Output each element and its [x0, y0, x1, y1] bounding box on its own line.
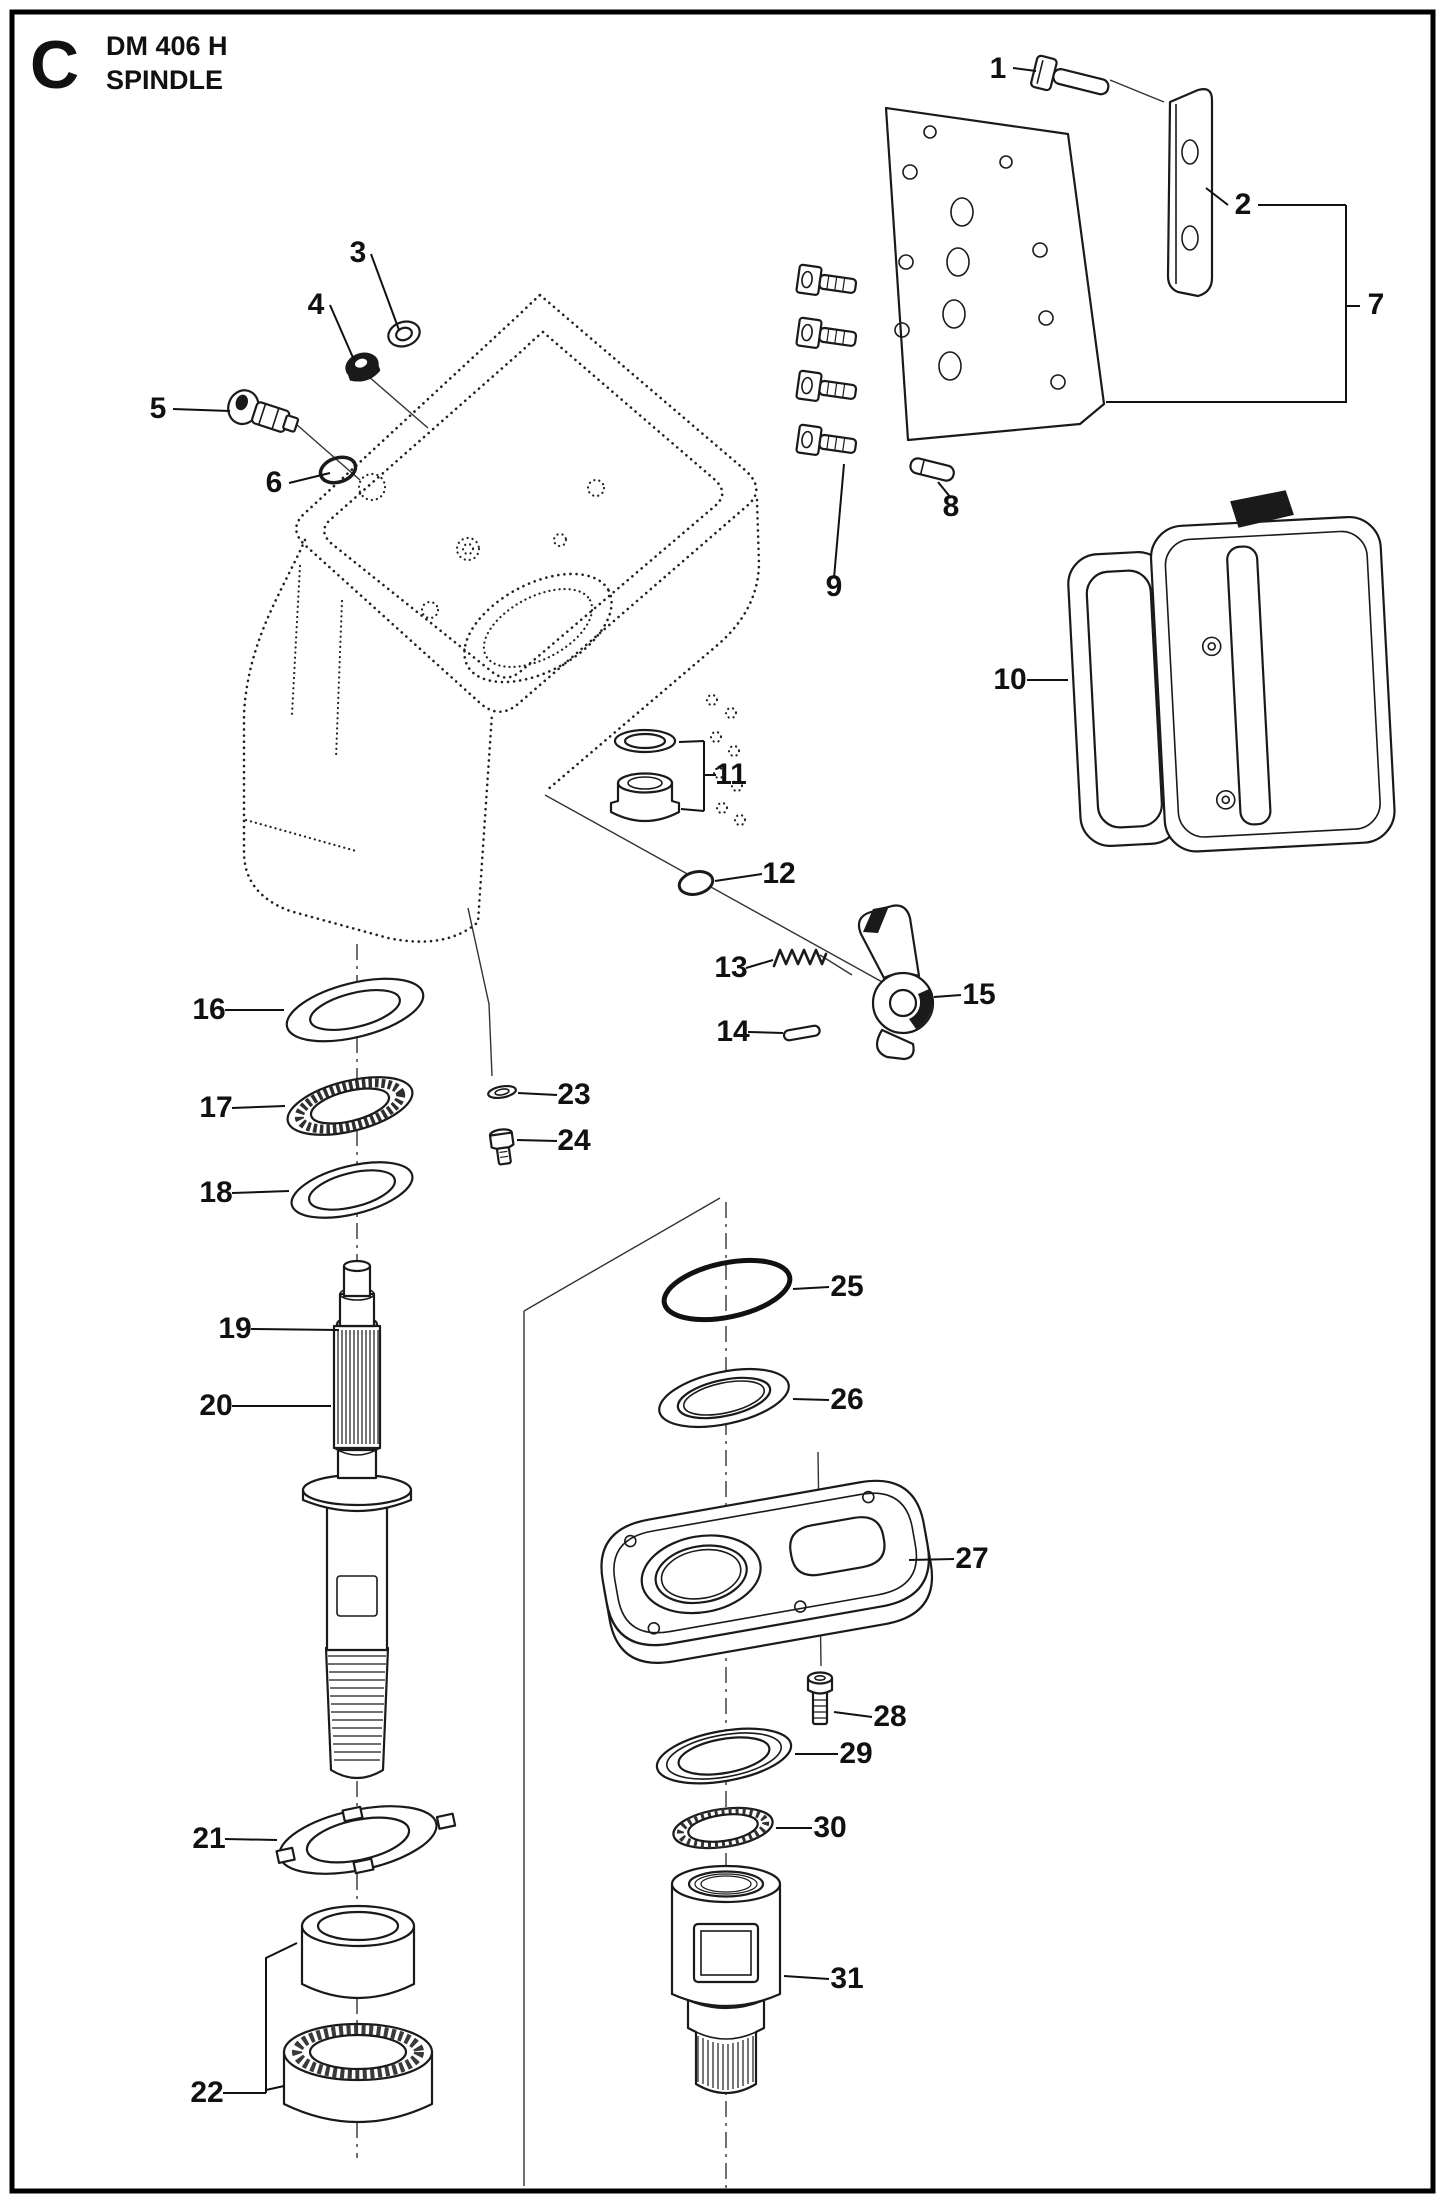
part-14-pin-drawing	[782, 1024, 821, 1042]
callout-3-label: 3	[350, 236, 367, 269]
part-24-screw-drawing	[488, 1128, 515, 1166]
callout-24-label: 24	[557, 1124, 591, 1157]
part-25-oring-drawing	[661, 1257, 793, 1323]
part-17-bearing-washer-drawing	[286, 1076, 414, 1136]
callout-21-label: 21	[192, 1822, 225, 1855]
part-19-20-spindle-shaft-drawing	[301, 1259, 413, 1780]
part-5-valve-drawing	[227, 389, 300, 433]
callout-3-leader	[370, 253, 400, 331]
callout-23-leader	[517, 1092, 558, 1096]
callout-25-leader	[792, 1286, 830, 1290]
callout-18-leader	[231, 1190, 290, 1194]
callout-21-leader	[224, 1838, 278, 1841]
callout-17-label: 17	[199, 1091, 232, 1124]
part-26-seal-drawing	[658, 1368, 790, 1428]
part-13-spring-drawing	[772, 948, 828, 968]
callout-29-label: 29	[839, 1737, 872, 1770]
part-18-washer-drawing	[290, 1161, 414, 1219]
part-11-bushing-drawing	[609, 728, 681, 822]
part-12-oring-drawing	[677, 870, 715, 896]
housing-drawing	[242, 293, 761, 943]
section-letter: C	[30, 27, 79, 103]
callout-28-leader	[833, 1711, 873, 1718]
callout-22-label: 22	[190, 2076, 223, 2109]
part-22-bearing-drawing	[282, 1904, 434, 2123]
callout-13-label: 13	[714, 951, 747, 984]
callout-31-leader	[783, 1975, 830, 1980]
callout-18-label: 18	[199, 1176, 232, 1209]
callout-9-label: 9	[826, 570, 843, 603]
callout-14-leader	[747, 1031, 784, 1034]
part-10-cover-drawing	[1067, 490, 1396, 853]
part-16-ring-drawing	[285, 977, 425, 1043]
callout-1-leader	[1012, 67, 1037, 72]
callout-11-leader	[678, 740, 716, 812]
callout-12-leader	[714, 873, 763, 882]
callout-15-leader	[933, 994, 962, 998]
part-29-seal-drawing	[655, 1727, 793, 1785]
callout-leaders	[172, 67, 1360, 2094]
callout-22-leader	[223, 1942, 298, 2094]
part-3-washer-drawing	[387, 320, 421, 348]
callout-2-leader	[1205, 187, 1346, 206]
callout-labels: 1 2 3 4 5 6 7 8 9 10 11 12 13 14 15 16 1…	[150, 52, 1385, 2109]
callout-9-leader	[833, 463, 845, 579]
callout-7-leader	[1106, 205, 1360, 403]
part-9-screws-drawing	[795, 263, 858, 456]
callout-30-label: 30	[813, 1811, 846, 1844]
callout-19-label: 19	[218, 1312, 251, 1345]
part-2-bracket-drawing	[1166, 88, 1214, 298]
callout-28-label: 28	[873, 1700, 906, 1733]
callout-26-leader	[792, 1398, 830, 1401]
part-21-ring-nut-drawing	[275, 1805, 457, 1875]
callout-8-label: 8	[943, 490, 960, 523]
callout-12-label: 12	[762, 857, 795, 890]
callout-13-leader	[745, 959, 774, 969]
part-31-coupling-drawing	[670, 1864, 782, 2094]
callout-6-label: 6	[266, 466, 283, 499]
callout-31-label: 31	[830, 1962, 863, 1995]
model-label: DM 406 H	[106, 31, 228, 61]
callout-26-label: 26	[830, 1383, 863, 1416]
part-27-flange-drawing	[600, 1479, 933, 1664]
part-28-screw-drawing	[806, 1671, 834, 1726]
page-border	[9, 9, 1436, 2194]
callout-15-label: 15	[962, 978, 995, 1011]
part-30-ring-drawing	[672, 1806, 774, 1850]
callout-1-label: 1	[990, 52, 1007, 85]
callout-20-label: 20	[199, 1389, 232, 1422]
callout-8-leader	[937, 481, 952, 499]
part-8-pin-drawing	[909, 457, 955, 482]
callout-11-label: 11	[715, 758, 747, 791]
callout-2-label: 2	[1235, 188, 1252, 221]
callout-27-label: 27	[955, 1542, 988, 1575]
part-4-nut-drawing	[345, 352, 381, 382]
part-15-lever-drawing	[857, 904, 935, 1061]
callout-24-leader	[516, 1139, 558, 1142]
callout-23-label: 23	[557, 1078, 590, 1111]
callout-19-leader	[250, 1328, 340, 1331]
callout-6-leader	[288, 472, 331, 484]
callout-4-leader	[329, 304, 355, 361]
callout-5-leader	[172, 408, 231, 412]
callout-16-label: 16	[192, 993, 225, 1026]
part-1-screw-drawing	[1030, 54, 1110, 96]
callout-17-leader	[231, 1105, 286, 1109]
callout-14-label: 14	[716, 1015, 750, 1048]
page-title: SPINDLE	[106, 65, 223, 95]
part-23-washer-drawing	[487, 1084, 517, 1100]
callout-27-leader	[908, 1558, 955, 1561]
callout-10-label: 10	[993, 663, 1026, 696]
callout-4-label: 4	[308, 288, 325, 321]
callout-5-label: 5	[150, 392, 167, 425]
callout-25-label: 25	[830, 1270, 863, 1303]
callout-7-label: 7	[1368, 288, 1385, 321]
part-7-plate-drawing	[884, 106, 1106, 442]
